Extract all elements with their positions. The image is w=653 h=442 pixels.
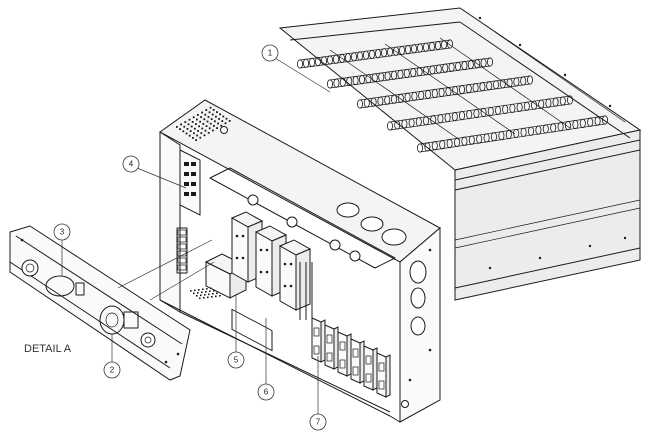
callout-4: 4 <box>129 160 134 169</box>
callout-5: 5 <box>234 356 239 365</box>
callout-3: 3 <box>60 228 65 237</box>
callouts: 1 2 3 4 5 6 7 <box>53 44 331 431</box>
callout-5-circle <box>227 351 245 369</box>
callout-4-circle <box>122 155 140 173</box>
callout-7-circle <box>309 413 327 431</box>
contactors <box>230 211 313 320</box>
control-circuit-board <box>184 162 196 196</box>
ventilation-grille <box>176 106 231 141</box>
fuse-blocks <box>311 317 391 398</box>
callout-1: 1 <box>268 49 273 58</box>
heater-element-rack <box>278 7 642 301</box>
terminal-strip <box>177 229 187 271</box>
callout-3-circle <box>53 223 71 241</box>
detail-a-label: DETAIL A <box>24 343 72 355</box>
floor-vents <box>190 287 221 300</box>
heating-coils <box>296 31 626 153</box>
callout-6-circle <box>257 383 275 401</box>
detail-a-view <box>9 225 215 381</box>
callout-2: 2 <box>110 366 115 375</box>
callout-7: 7 <box>316 418 321 427</box>
callout-1-circle <box>261 44 279 62</box>
callout-2-circle <box>103 361 121 379</box>
callout-6: 6 <box>264 388 269 397</box>
control-box <box>159 99 441 423</box>
